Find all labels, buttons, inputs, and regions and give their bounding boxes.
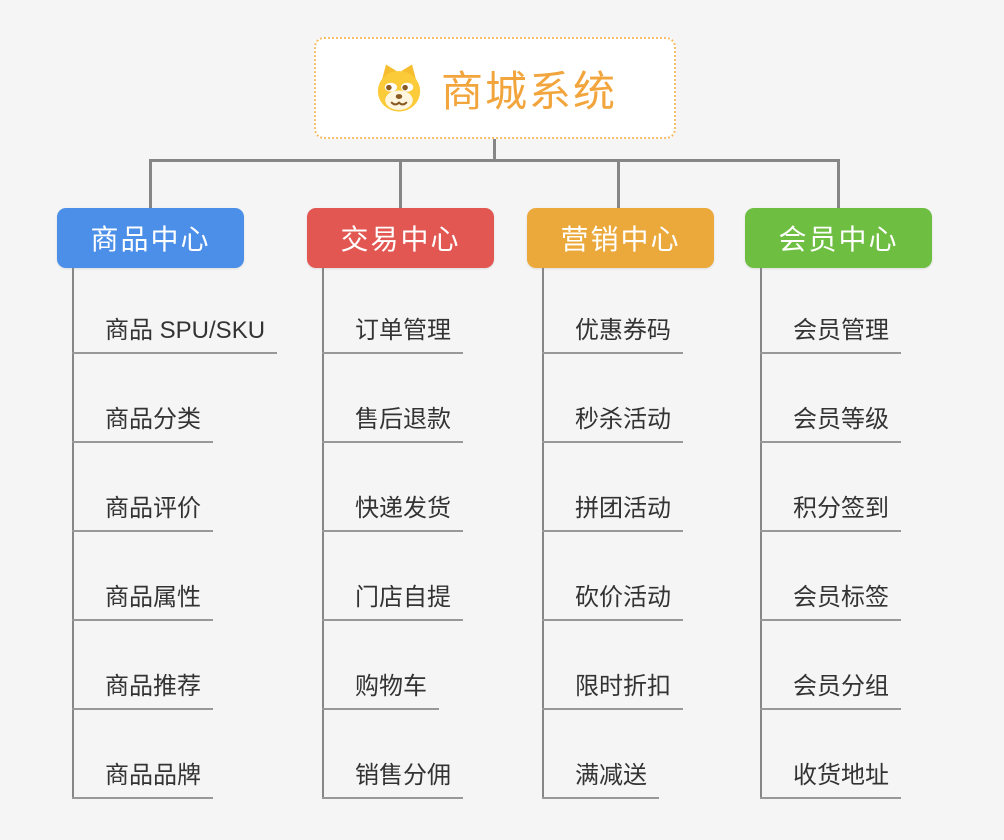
leaf-node[interactable]: 售后退款 (322, 399, 463, 443)
leaf-node[interactable]: 快递发货 (322, 488, 463, 532)
leaf-node[interactable]: 商品属性 (72, 577, 213, 621)
leaf-node[interactable]: 商品评价 (72, 488, 213, 532)
branch-member-center: 会员中心 会员管理会员等级积分签到会员标签会员分组收货地址 (745, 208, 932, 799)
branch-product-center: 商品中心 商品 SPU/SKU 商品分类商品评价商品属性商品推荐商品品牌 (57, 208, 278, 799)
connector-branch-stub (149, 161, 152, 208)
leaf-node[interactable]: 会员等级 (760, 399, 901, 443)
leaf-node[interactable]: 优惠券码 (542, 310, 683, 354)
leaf-node[interactable]: 限时折扣 (542, 666, 683, 710)
leaf-node[interactable]: 积分签到 (760, 488, 901, 532)
leaf-node[interactable]: 购物车 (322, 666, 439, 710)
branch-header-trade-center[interactable]: 交易中心 (307, 208, 494, 268)
leaf-node[interactable]: 会员管理 (760, 310, 901, 354)
leaf-node[interactable]: 商品推荐 (72, 666, 213, 710)
leaf-node[interactable]: 门店自提 (322, 577, 463, 621)
leaf-node[interactable]: 销售分佣 (322, 755, 463, 799)
connector-branch-stub (837, 161, 840, 208)
root-title: 商城系统 (440, 67, 617, 115)
connector-bus-line (149, 159, 840, 162)
dog-face-icon (377, 64, 421, 112)
leaf-node[interactable]: 订单管理 (322, 310, 463, 354)
branch-header-member-center[interactable]: 会员中心 (745, 208, 932, 268)
leaf-node[interactable]: 砍价活动 (542, 577, 683, 621)
leaf-node[interactable]: 会员标签 (760, 577, 901, 621)
leaf-node[interactable]: 收货地址 (760, 755, 901, 799)
connector-root-stub (493, 139, 496, 160)
connector-spine (760, 268, 762, 799)
branch-marketing-center: 营销中心 优惠券码秒杀活动拼团活动砍价活动限时折扣满减送 (527, 208, 714, 799)
root-node-mall-system[interactable]: 商城系统 (314, 37, 676, 139)
connector-spine (542, 268, 544, 799)
branch-header-marketing-center[interactable]: 营销中心 (527, 208, 714, 268)
connector-spine (322, 268, 324, 799)
leaf-node[interactable]: 秒杀活动 (542, 399, 683, 443)
connector-branch-stub (617, 161, 620, 208)
connector-spine (72, 268, 74, 799)
leaf-node[interactable]: 商品 SPU/SKU (72, 310, 278, 354)
leaf-node[interactable]: 商品品牌 (72, 755, 213, 799)
branch-header-product-center[interactable]: 商品中心 (57, 208, 244, 268)
leaf-node[interactable]: 拼团活动 (542, 488, 683, 532)
connector-branch-stub (399, 161, 402, 208)
branch-trade-center: 交易中心 订单管理售后退款快递发货门店自提购物车销售分佣 (307, 208, 494, 799)
leaf-node[interactable]: 会员分组 (760, 666, 901, 710)
leaf-node[interactable]: 商品分类 (72, 399, 213, 443)
leaf-node[interactable]: 满减送 (542, 755, 659, 799)
